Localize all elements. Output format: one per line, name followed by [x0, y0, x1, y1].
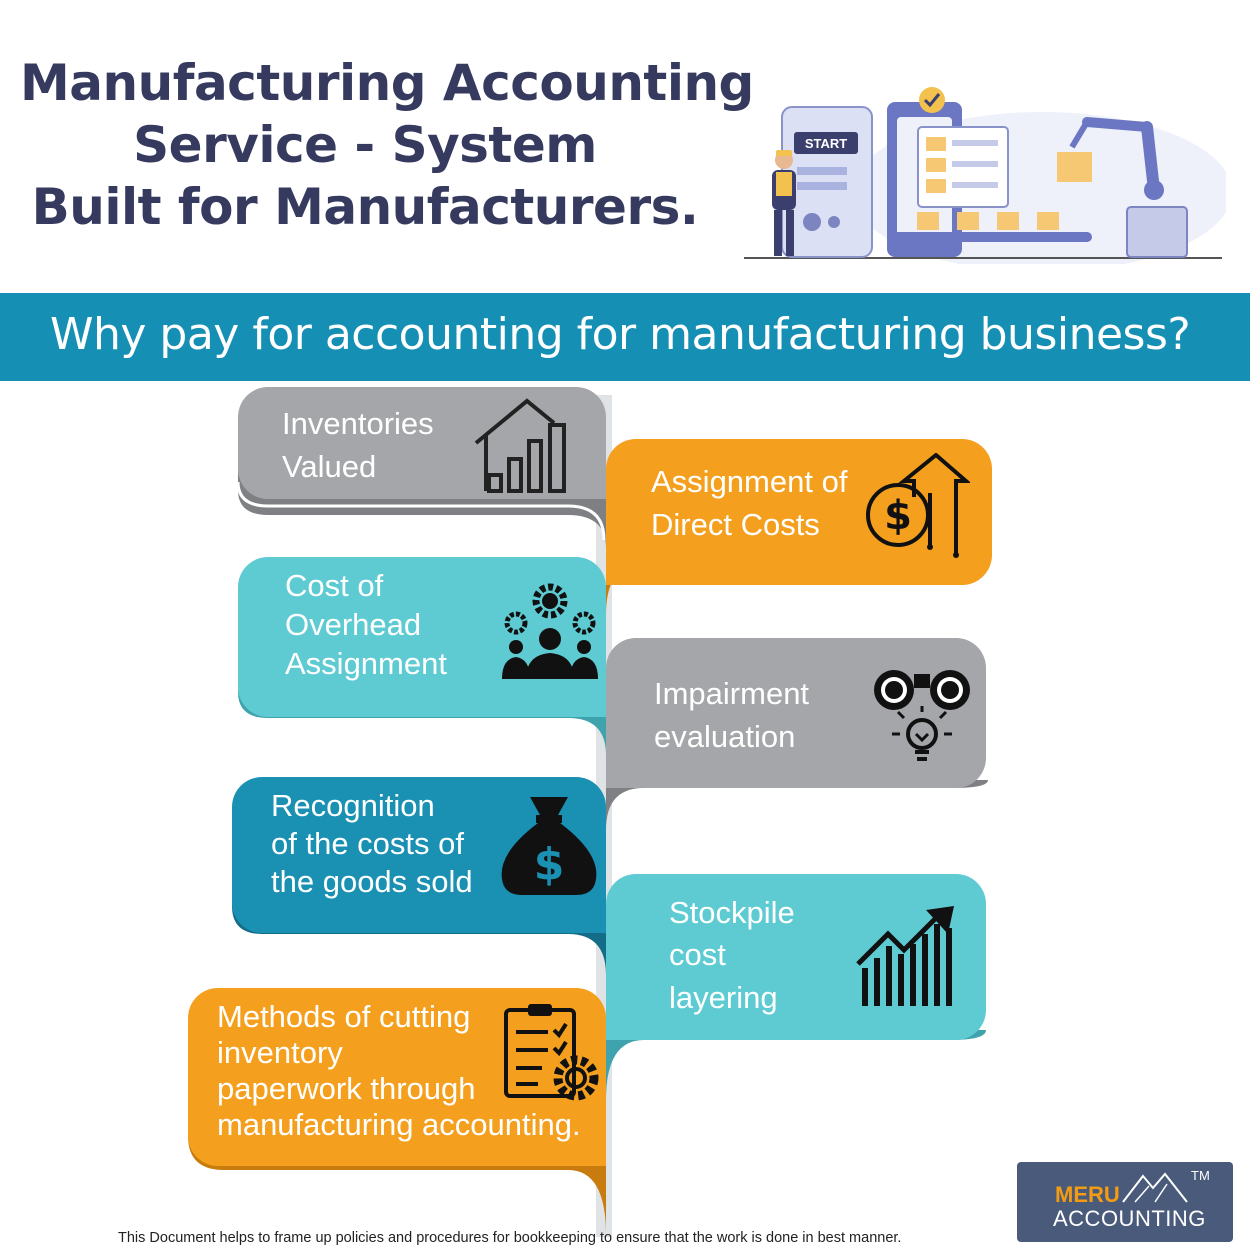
card-stockpile-layering: Stockpile cost layering: [606, 874, 986, 1040]
dollar-arrow-icon: $: [866, 453, 970, 558]
card-overhead-line1: Cost of: [285, 568, 384, 603]
card-direct-costs: Assignment of Direct Costs $: [606, 439, 992, 585]
card-stockpile-line2: cost: [669, 937, 726, 972]
factory-illustration: START: [744, 87, 1226, 264]
money-bag-icon: $: [501, 797, 597, 895]
card-impairment-evaluation: Impairment evaluation: [606, 638, 986, 788]
logo-trademark: TM: [1191, 1168, 1210, 1183]
card-recognition-costs: Recognition of the costs of the goods so…: [232, 777, 606, 933]
mountain-icon: [1122, 1172, 1188, 1203]
card-recognition-line2: of the costs of: [271, 826, 464, 861]
svg-text:$: $: [884, 493, 912, 539]
card-inventories-line1: Inventories: [282, 406, 434, 441]
house-chart-icon: [474, 398, 566, 493]
growth-chart-icon: [856, 906, 954, 1006]
card-recognition-line3: the goods sold: [271, 864, 473, 899]
logo-subtitle: ACCOUNTING: [1053, 1206, 1206, 1231]
title-line-2: Service - System: [133, 116, 597, 174]
team-gears-icon: [502, 583, 598, 679]
card-inventories-line2: Valued: [282, 449, 377, 484]
meru-accounting-logo: MERU TM ACCOUNTING: [1017, 1162, 1233, 1242]
card-direct-costs-line1: Assignment of: [651, 464, 848, 499]
card-methods-line4: manufacturing accounting.: [217, 1107, 581, 1142]
card-methods-line2: inventory: [217, 1035, 343, 1070]
title-line-3: Built for Manufacturers.: [31, 178, 699, 236]
card-impairment-line1: Impairment: [654, 676, 810, 711]
logo-brand: MERU: [1055, 1182, 1120, 1207]
title-line-1: Manufacturing Accounting: [20, 54, 754, 112]
card-methods-cutting: Methods of cutting inventory paperwork t…: [188, 988, 606, 1166]
banner-question: Why pay for accounting for manufacturing…: [50, 309, 1191, 360]
card-impairment-line2: evaluation: [654, 719, 796, 754]
card-stockpile-line3: layering: [669, 980, 778, 1015]
page-title: Manufacturing Accounting Service - Syste…: [20, 52, 754, 238]
card-inventories-valued: Inventories Valued: [238, 387, 606, 499]
card-overhead-line3: Assignment: [285, 646, 447, 681]
card-direct-costs-line2: Direct Costs: [651, 507, 820, 542]
svg-text:$: $: [534, 839, 565, 890]
checklist-gear-icon: [504, 1004, 599, 1101]
fold-impairment: [606, 780, 988, 830]
question-banner: Why pay for accounting for manufacturing…: [0, 293, 1250, 381]
card-stockpile-line1: Stockpile: [669, 895, 795, 930]
binoculars-bulb-icon: [874, 670, 970, 761]
card-overhead-line2: Overhead: [285, 607, 422, 642]
start-label: START: [805, 136, 847, 151]
card-overhead-assignment: Cost of Overhead Assignment: [238, 557, 606, 717]
card-recognition-line1: Recognition: [271, 788, 435, 823]
fold-stockpile: [606, 1030, 986, 1100]
footer-note: This Document helps to frame up policies…: [118, 1230, 902, 1246]
card-methods-line1: Methods of cutting: [217, 999, 471, 1034]
card-methods-line3: paperwork through: [217, 1071, 476, 1106]
